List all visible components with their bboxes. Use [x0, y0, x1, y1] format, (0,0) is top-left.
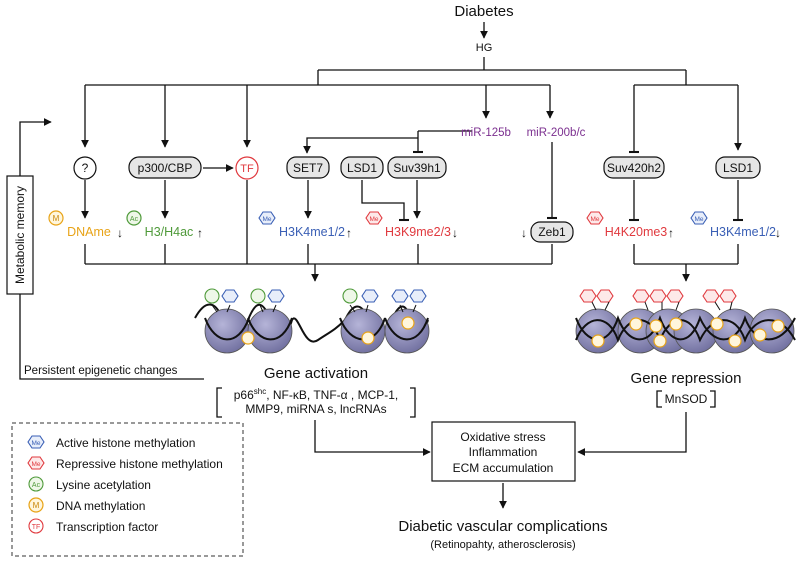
active-methylation-icon — [27, 435, 45, 449]
legend-item: Lysine acetylation — [56, 478, 151, 492]
dna-methylation-icon — [28, 497, 44, 513]
up-arrow-icon: ↑ — [346, 226, 352, 240]
diabetes-label: Diabetes — [454, 3, 513, 20]
lsd1-left-box — [340, 156, 384, 179]
svg-text:LSD1: LSD1 — [723, 161, 753, 175]
svg-text:TF: TF — [240, 163, 254, 175]
down-arrow-icon: ↓ — [775, 226, 781, 240]
p300-cbp-box — [128, 156, 202, 179]
svg-text:Suv39h1: Suv39h1 — [393, 161, 441, 175]
svg-text:Me: Me — [31, 440, 40, 447]
svg-text:?: ? — [82, 161, 89, 175]
svg-text:TF: TF — [32, 524, 41, 531]
gene-activation-title: Gene activation — [264, 365, 368, 382]
down-arrow-icon: ↓ — [452, 226, 458, 240]
activation-genes-line1: p66shc, NF-κB, TNF-α , MCP-1, — [234, 387, 399, 402]
zeb1-box — [530, 221, 574, 243]
acetylation-icon — [28, 476, 44, 492]
transcription-factor-icon — [28, 518, 44, 534]
h4k20-label: H4K20me3 — [605, 225, 668, 239]
svg-text:LSD1: LSD1 — [347, 161, 377, 175]
unknown-factor — [73, 156, 97, 180]
down-arrow-icon: ↓ — [117, 226, 123, 240]
gene-repression-title: Gene repression — [631, 370, 742, 387]
svg-text:Me: Me — [369, 216, 378, 223]
transcription-factor-node — [235, 156, 259, 180]
repressive-methylation-icon — [586, 211, 604, 225]
active-methylation-icon — [690, 211, 708, 225]
set7-box — [286, 156, 330, 179]
h3k4-right-label: H3K4me1/2 — [710, 225, 776, 239]
svg-text:ECM accumulation: ECM accumulation — [453, 461, 554, 475]
svg-text:Ac: Ac — [130, 216, 139, 223]
mir-125b-label: miR-125b — [461, 127, 511, 139]
svg-text:Me: Me — [31, 461, 40, 468]
lsd1-right-box — [715, 156, 761, 179]
h3k4-left-label: H3K4me1/2 — [279, 225, 345, 239]
metabolic-memory-label: Metabolic memory — [13, 186, 27, 284]
repressive-methylation-icon — [27, 456, 45, 470]
svg-text:p300/CBP: p300/CBP — [138, 161, 193, 175]
final-outcome-title: Diabetic vascular complications — [398, 518, 607, 535]
dname-label: DNAme — [67, 225, 111, 239]
svg-text:Me: Me — [694, 216, 703, 223]
svg-text:Me: Me — [590, 216, 599, 223]
mir-200bc-label: miR-200b/c — [527, 127, 586, 139]
h3k9-label: H3K9me2/3 — [385, 225, 451, 239]
active-chromatin — [194, 288, 430, 354]
svg-text:Me: Me — [262, 216, 271, 223]
legend-item: Transcription factor — [56, 520, 158, 534]
legend-box — [11, 422, 244, 557]
svg-text:Ac: Ac — [32, 482, 41, 489]
svg-text:M: M — [53, 214, 60, 223]
suv420h2-box — [603, 156, 665, 179]
legend-item: Repressive histone methylation — [56, 457, 223, 471]
svg-text:Suv420h2: Suv420h2 — [607, 161, 661, 175]
outcome-box — [431, 421, 576, 482]
acetylation-icon — [126, 210, 142, 226]
h3h4ac-label: H3/H4ac — [145, 225, 194, 239]
active-methylation-icon — [258, 211, 276, 225]
svg-text:SET7: SET7 — [293, 161, 323, 175]
legend-item: Active histone methylation — [56, 436, 195, 450]
legend-item: DNA methylation — [56, 499, 145, 513]
repressed-chromatin — [575, 289, 796, 354]
up-arrow-icon: ↑ — [668, 226, 674, 240]
repression-genes: MnSOD — [665, 392, 708, 406]
dna-methylation-icon — [48, 210, 64, 226]
up-arrow-icon: ↑ — [197, 226, 203, 240]
svg-text:M: M — [33, 501, 40, 510]
svg-text:Oxidative stress: Oxidative stress — [460, 430, 545, 444]
activation-genes-line2: MMP9, miRNA s, lncRNAs — [245, 402, 386, 416]
down-arrow-icon: ↓ — [521, 226, 527, 240]
final-outcome-subtitle: (Retinopahty, atherosclerosis) — [430, 539, 575, 551]
persistent-changes-label: Persistent epigenetic changes — [24, 365, 178, 377]
svg-text:Inflammation: Inflammation — [469, 445, 538, 459]
suv39h1-box — [387, 156, 447, 179]
svg-text:Zeb1: Zeb1 — [538, 225, 566, 239]
hg-label: HG — [476, 42, 493, 54]
repressive-methylation-icon — [365, 211, 383, 225]
